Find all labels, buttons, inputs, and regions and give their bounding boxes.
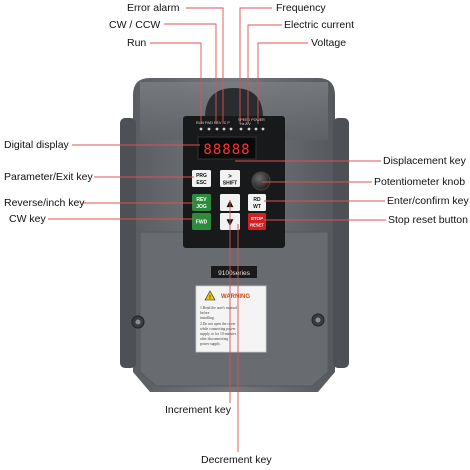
digital-display-screen xyxy=(197,136,257,160)
fwd-key xyxy=(192,213,211,230)
callout-electric-current: Electric current xyxy=(284,19,355,31)
svg-text:2.Do not open the cover: 2.Do not open the cover xyxy=(200,322,236,326)
rd-wt-key xyxy=(248,194,266,211)
callout-increment-key: Increment key xyxy=(165,404,231,416)
right-screw xyxy=(311,313,325,327)
led-row xyxy=(199,127,265,131)
svg-text:REV: REV xyxy=(196,197,207,203)
warning-triangle-icon xyxy=(204,290,216,301)
svg-text:FWD: FWD xyxy=(196,220,208,226)
series-plate xyxy=(211,266,257,278)
svg-text:after disconnecting: after disconnecting xyxy=(200,337,228,341)
svg-text:STOP: STOP xyxy=(251,216,263,221)
callout-stop-reset-button: Stop reset button xyxy=(388,214,468,226)
callout-reverse-inch-key: Reverse/inch key xyxy=(4,197,85,209)
svg-text:RD: RD xyxy=(253,197,261,203)
leader-electric-current xyxy=(247,24,282,124)
rev-jog-key xyxy=(192,194,211,211)
svg-text:!: ! xyxy=(209,295,211,301)
svg-text:>: > xyxy=(228,174,232,180)
svg-text:installing.: installing. xyxy=(200,316,215,320)
callout-cw-ccw: CW / CCW xyxy=(109,19,161,31)
svg-text:PRG: PRG xyxy=(196,173,207,179)
leader-error-alarm xyxy=(186,7,224,124)
svg-text:JOG: JOG xyxy=(196,204,207,210)
svg-text:1.Read the user's manual: 1.Read the user's manual xyxy=(200,306,237,310)
leader-run xyxy=(150,42,202,124)
led-labels-right: SPEED POWER xyxy=(238,118,265,122)
shift-key xyxy=(220,170,240,187)
svg-text:power supply.: power supply. xyxy=(200,342,221,346)
callout-run: Run xyxy=(127,37,147,49)
callout-error-alarm: Error alarm xyxy=(127,2,180,14)
leader-voltage xyxy=(257,42,308,124)
left-rib xyxy=(120,118,136,368)
svg-text:ESC: ESC xyxy=(196,180,207,186)
leader-lines xyxy=(48,7,386,452)
callout-parameter-exit-key: Parameter/Exit key xyxy=(4,171,93,183)
callout-frequency: Frequency xyxy=(276,2,326,14)
leader-frequency xyxy=(239,7,272,124)
callout-voltage: Voltage xyxy=(311,37,347,49)
callout-displacement-key: Displacement key xyxy=(383,155,466,167)
callout-digital-display: Digital display xyxy=(4,139,69,151)
stop-reset-key xyxy=(248,213,266,230)
svg-text:RESET: RESET xyxy=(250,223,264,228)
svg-text:while connecting power: while connecting power xyxy=(200,327,236,331)
callout-decrement-key: Decrement key xyxy=(201,454,272,466)
callout-enter-confirm-key: Enter/confirm key xyxy=(387,195,469,207)
series-label: 9100series xyxy=(218,270,251,277)
leader-cw-ccw xyxy=(164,23,217,124)
top-dome xyxy=(205,88,263,118)
led-labels-right-sub: Hz A V xyxy=(240,122,251,126)
potentiometer-knob xyxy=(251,171,271,191)
warning-title: WARNING xyxy=(221,294,250,300)
right-rib xyxy=(333,118,349,368)
led-labels-left: RUN FWD REV °C P xyxy=(196,121,230,125)
svg-text:SHIFT: SHIFT xyxy=(223,181,237,187)
callout-cw-key: CW key xyxy=(9,213,46,225)
callout-potentiometer-knob: Potentiometer knob xyxy=(374,176,466,188)
svg-text:before: before xyxy=(200,311,210,315)
display-digits: 88888 xyxy=(203,142,250,158)
left-screw xyxy=(131,315,145,329)
svg-text:WT: WT xyxy=(253,204,261,210)
svg-text:supply or for 10 minutes: supply or for 10 minutes xyxy=(200,332,237,336)
prg-esc-key xyxy=(192,170,211,187)
